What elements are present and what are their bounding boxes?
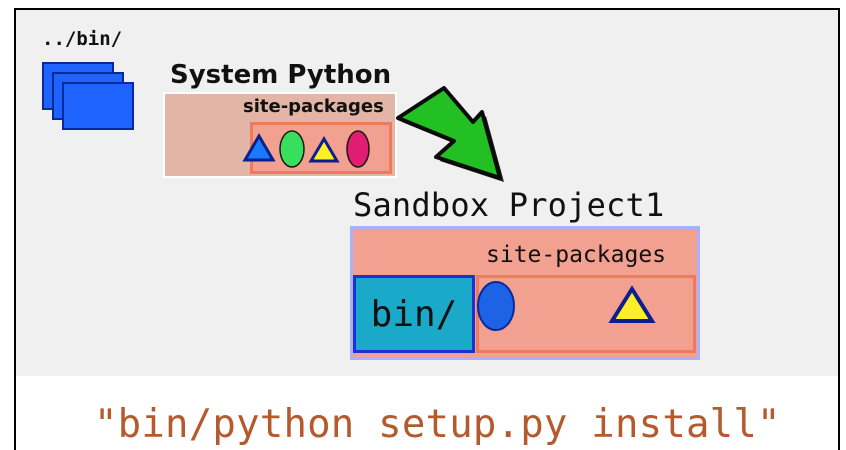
yellow-triangle-icon (608, 285, 656, 323)
diagram-shapes (242, 86, 656, 331)
install-command: "bin/python setup.py install" (94, 402, 781, 447)
sandbox-project-title: Sandbox Project1 (353, 186, 665, 224)
bin-path-label: ../bin/ (42, 28, 123, 50)
green-ellipse-icon (279, 130, 305, 168)
sandbox-bin-box: bin/ (353, 275, 475, 353)
green-arrow-icon (396, 86, 504, 182)
blue-window-icon (62, 82, 134, 130)
sandbox-site-packages-label: site-packages (486, 242, 667, 268)
pink-ellipse-icon (346, 130, 370, 168)
blue-ellipse-icon (477, 281, 515, 331)
system-site-packages-label: site-packages (243, 96, 384, 117)
yellow-triangle-icon (308, 136, 340, 163)
blue-triangle-icon (242, 133, 276, 162)
system-python-title: System Python (170, 60, 392, 90)
diagram-panel: ../bin/ System Python site-packages Sand… (14, 8, 840, 450)
